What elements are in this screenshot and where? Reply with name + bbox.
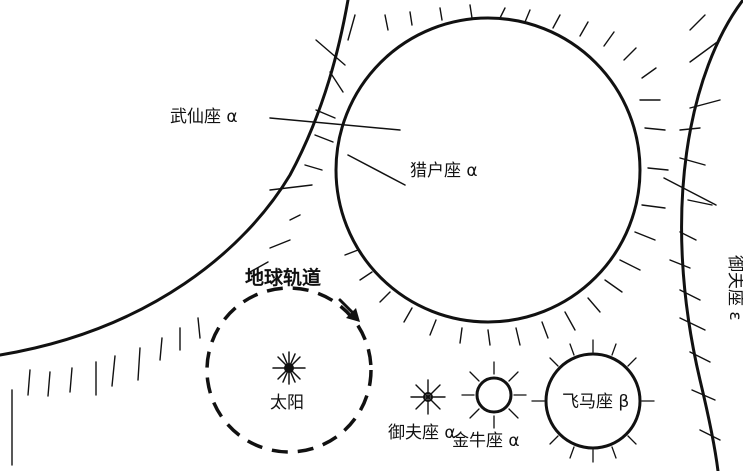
canis-major-label: 武仙座 α [170, 107, 238, 127]
left-giant-hatching [249, 14, 356, 273]
aldebaran-label: 金牛座 α [452, 431, 520, 451]
left-giant-lower-hatching [11, 317, 201, 466]
giant-star-right-edge [680, 0, 743, 471]
betelgeuse-circle [334, 16, 642, 324]
betelgeuse-leader [347, 154, 406, 186]
canis-major-leader [269, 117, 401, 131]
aldebaran-icon [461, 361, 527, 429]
betelgeuse-hatching [344, 4, 669, 346]
auriga-epsilon-leader [663, 177, 717, 206]
capella-label: 御夫座 α [388, 423, 456, 443]
betelgeuse-label: 猎户座 α [410, 161, 478, 181]
earth-orbit-circle [205, 286, 373, 454]
capella-icon [410, 379, 446, 415]
auriga-epsilon-label: 御夫座 ε [725, 255, 743, 321]
earth-orbit-label: 地球轨道 [245, 266, 321, 289]
pegasus-beta-circle [531, 339, 655, 463]
earth-orbit-arrowhead [346, 308, 360, 322]
giant-star-left-edge [0, 0, 350, 357]
pegasus-beta-label: 飞马座 β [562, 392, 629, 412]
right-giant-hatching [669, 14, 721, 441]
sun-label: 太阳 [270, 393, 304, 413]
sun-icon [272, 351, 306, 385]
